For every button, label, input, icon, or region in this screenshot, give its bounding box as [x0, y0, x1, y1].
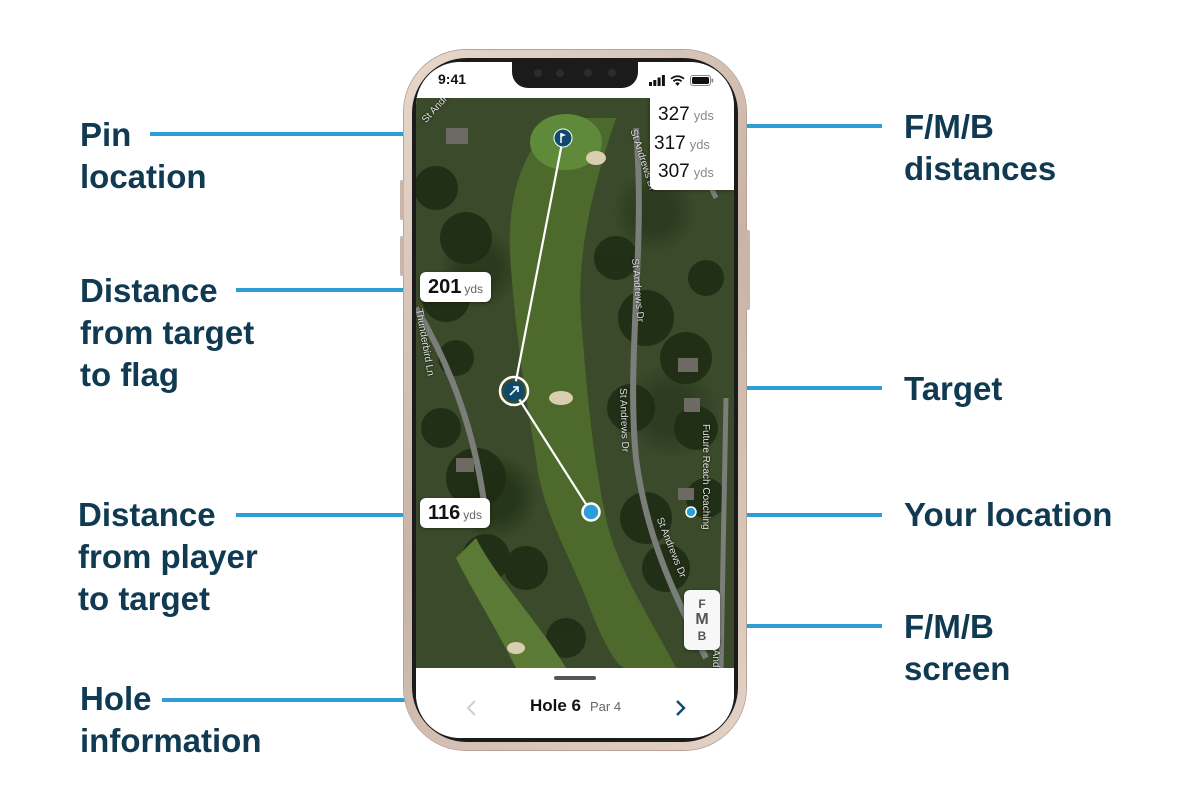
sheet-drag-handle[interactable] — [554, 676, 596, 680]
distance-value: 116 — [428, 502, 461, 524]
arrow-distance-player-to-target — [236, 505, 428, 525]
callout-fmb-distances: F/M/B distances — [904, 108, 1057, 187]
distance-unit: yds — [463, 508, 482, 522]
callout-pin-location: Pin location — [80, 116, 207, 195]
street-label: Future Reach Coaching — [700, 424, 711, 530]
fmb-screen-button[interactable]: F M B — [684, 590, 720, 650]
phone-notch — [512, 62, 638, 88]
callout-hole-information: Hole information — [80, 680, 262, 759]
fmb-f: F — [698, 597, 706, 611]
player-to-target-distance: 116 yds — [420, 498, 490, 528]
hole-info-row: Hole 6 Par 4 — [416, 696, 734, 720]
flag-pin-icon[interactable] — [553, 128, 573, 148]
phone-side-button — [400, 236, 404, 276]
target-icon[interactable] — [498, 375, 530, 407]
sensor-dot — [584, 69, 592, 77]
wifi-icon — [670, 74, 685, 86]
target-to-flag-distance: 201 yds — [420, 272, 492, 302]
arrow-fmb-distances — [720, 116, 882, 136]
hole-info-sheet[interactable]: Hole 6 Par 4 — [416, 668, 734, 738]
distance-unit: yds — [464, 282, 484, 296]
player-location-icon — [581, 502, 601, 522]
sensor-dot — [608, 69, 616, 77]
battery-icon — [690, 74, 714, 86]
map-marker-icon — [685, 506, 697, 518]
arrow-fmb-screen — [720, 616, 882, 636]
sensor-dot — [534, 69, 542, 77]
callout-distance-player-to-target: Distance from player to target — [78, 496, 258, 617]
distance-value: 201 — [428, 276, 462, 298]
course-map[interactable]: St Andrews Dr St Andrews Dr St Andrews D… — [416, 98, 734, 668]
sensor-dot — [556, 69, 564, 77]
phone-side-button — [400, 180, 404, 220]
callout-target: Target — [904, 370, 1003, 407]
callout-your-location: Your location — [904, 496, 1113, 533]
chevron-right-icon[interactable] — [668, 694, 692, 722]
fmb-m: M — [695, 611, 709, 628]
signal-icon — [649, 74, 665, 86]
callout-fmb-screen: F/M/B screen — [904, 608, 1011, 687]
street-label: St Andrews Dr — [617, 388, 631, 453]
hole-name: Hole 6 — [530, 696, 582, 715]
status-bar: 9:41 — [416, 62, 734, 98]
chevron-left-icon[interactable] — [460, 694, 484, 722]
phone-screen: 9:41 — [416, 62, 734, 738]
phone-side-button — [746, 230, 750, 310]
status-icons — [649, 73, 714, 87]
fmb-b: B — [697, 629, 707, 643]
status-time: 9:41 — [438, 71, 467, 87]
callout-distance-target-to-flag: Distance from target to flag — [80, 272, 255, 393]
arrow-distance-target-to-flag — [236, 280, 428, 300]
hole-par: Par 4 — [590, 699, 622, 714]
